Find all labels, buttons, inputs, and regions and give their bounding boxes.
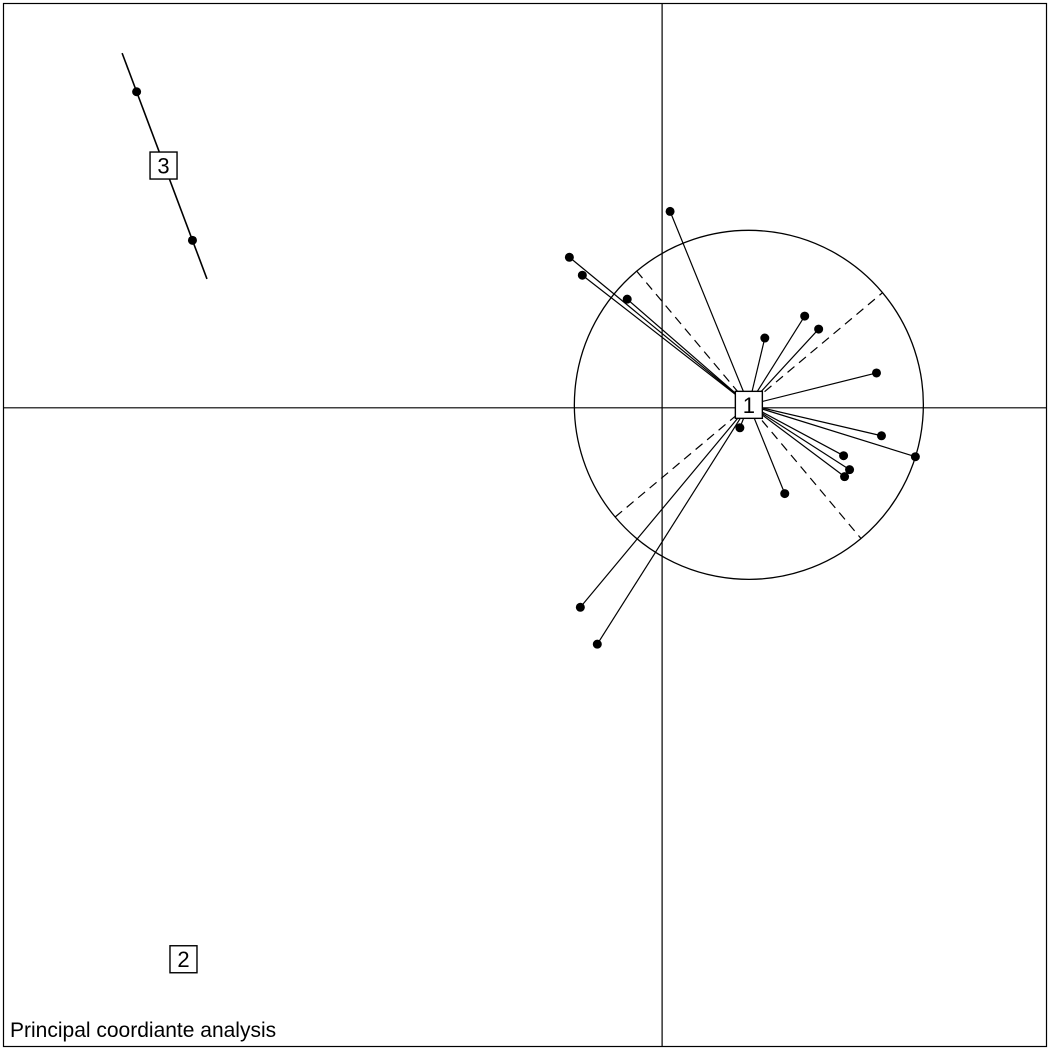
group-1-point-12 [845, 465, 855, 475]
group-1-point-6 [800, 311, 810, 321]
group-1-point-9 [876, 431, 886, 441]
group-1-point-4 [622, 294, 632, 304]
group-1-star-segment-1 [669, 211, 750, 406]
group-3-point-1 [132, 87, 142, 97]
group-1-star-segment-6 [748, 315, 806, 406]
group-1-label-box [734, 390, 764, 420]
group-2-label-box [169, 945, 198, 974]
group-1-star-segment-9 [748, 404, 882, 437]
group-3: 3 [121, 52, 208, 280]
group-1-star-segment-12 [748, 404, 850, 471]
group-1-star-segment-3 [581, 274, 750, 406]
chart-title: Principal coordiante analysis [10, 1019, 276, 1042]
group-1-point-16 [575, 602, 585, 612]
group-1-point-15 [735, 423, 745, 433]
group-1-star-segment-11 [748, 404, 844, 457]
group-1-point-5 [760, 333, 770, 343]
group-1-star-segment-4 [626, 298, 750, 406]
group-1-point-2 [564, 252, 574, 262]
group-1-star-segment-13 [748, 404, 845, 478]
group-1-star-segment-2 [568, 256, 750, 406]
group-1-star-segment-8 [748, 372, 877, 406]
group-1-star-segment-10 [748, 404, 916, 458]
group-2: 2 [169, 945, 198, 974]
group-3-label: 3 [157, 154, 169, 179]
group-1-point-13 [840, 472, 850, 482]
group-1-point-3 [577, 270, 587, 280]
group-3-label-box [149, 151, 178, 180]
group-1-point-14 [780, 489, 790, 499]
group-2-label: 2 [177, 947, 189, 972]
group-1-point-1 [665, 206, 675, 216]
group-3-point-2 [187, 235, 197, 245]
group-1-point-17 [592, 639, 602, 649]
group-1: 1 [564, 206, 925, 649]
group-1-star-segment-16 [579, 404, 750, 608]
group-1-point-8 [871, 368, 881, 378]
group-1-label: 1 [743, 393, 755, 418]
group-1-ellipse-minor-axis [636, 270, 862, 539]
group-1-point-10 [910, 452, 920, 462]
group-1-point-11 [839, 451, 849, 461]
group-layer: 1 2 3 [121, 52, 925, 974]
group-1-star-segment-17 [596, 404, 750, 645]
group-1-point-7 [814, 324, 824, 334]
group-1-ellipse-major-axis [614, 292, 883, 518]
group-1-star-segment-14 [748, 404, 786, 494]
